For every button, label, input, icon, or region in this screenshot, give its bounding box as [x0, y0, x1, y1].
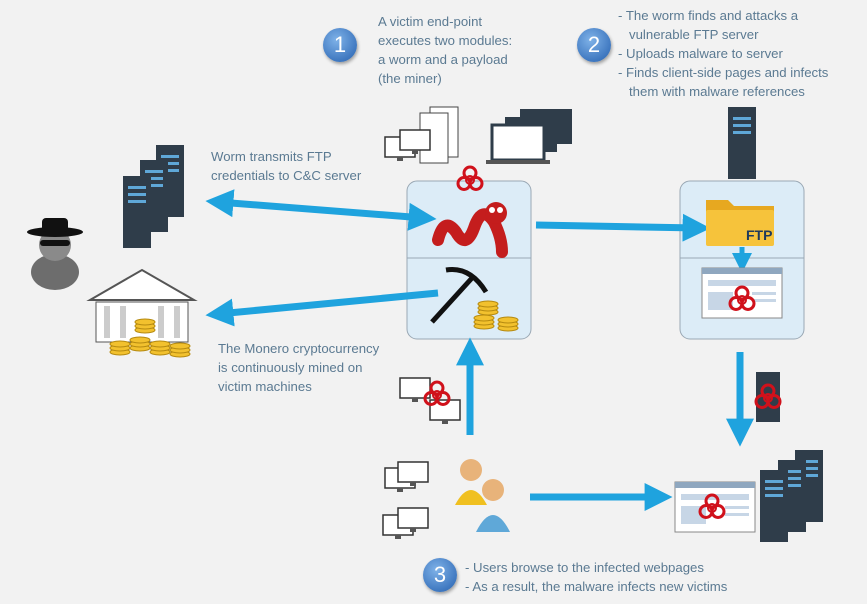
text-line: The Monero cryptocurrency	[218, 341, 380, 356]
worm-cnc-label: Worm transmits FTP credentials to C&C se…	[211, 147, 361, 185]
text-line: - The worm finds and attacks a	[618, 8, 799, 23]
text-line: - Uploads malware to server	[618, 46, 783, 61]
text-line: - Finds client-side pages and infects	[618, 65, 829, 80]
text-line: Worm transmits FTP	[211, 149, 332, 164]
step-3-badge: 3	[423, 558, 457, 592]
text-line: (the miner)	[378, 71, 442, 86]
text-line: executes two modules:	[378, 33, 513, 48]
ftp-server-icon	[728, 107, 756, 179]
text-line: credentials to C&C server	[211, 168, 362, 183]
text-line: vulnerable FTP server	[629, 27, 759, 42]
ftp-label: FTP	[746, 227, 772, 243]
victim-computers-icon	[384, 106, 572, 164]
hacker-icon	[27, 218, 83, 290]
text-line: a worm and a payload	[378, 52, 508, 67]
users-icon	[382, 459, 510, 540]
text-line: - As a result, the malware infects new v…	[465, 579, 728, 594]
ftp-folder-icon	[706, 200, 774, 246]
web-servers-icon	[760, 450, 823, 542]
infected-webpage-icon	[701, 267, 783, 319]
bank-icon	[86, 268, 198, 358]
text-line: - Users browse to the infected webpages	[465, 560, 704, 575]
step-2-badge: 2	[577, 28, 611, 62]
text-line: them with malware references	[629, 84, 805, 99]
text-line: A victim end-point	[378, 14, 483, 29]
arrow-miner-pool	[205, 289, 439, 327]
step-1-text: A victim end-point executes two modules:…	[378, 12, 512, 88]
monero-label: The Monero cryptocurrency is continuousl…	[218, 339, 379, 396]
step-2-text: - The worm finds and attacks a vulnerabl…	[618, 6, 828, 101]
arrow-worm-ftp	[535, 213, 711, 242]
arrow-worm-cnc	[205, 189, 437, 231]
text-line: victim machines	[218, 379, 312, 394]
step-3-text: - Users browse to the infected webpages …	[465, 558, 727, 596]
infected-computers-icon	[399, 377, 461, 425]
pickaxe-icon	[430, 266, 519, 332]
text-line: is continuously mined on	[218, 360, 363, 375]
cnc-server-icon	[123, 145, 184, 248]
victim-endpoint-box	[406, 180, 532, 340]
worm-icon	[432, 202, 508, 258]
step-1-badge: 1	[323, 28, 357, 62]
